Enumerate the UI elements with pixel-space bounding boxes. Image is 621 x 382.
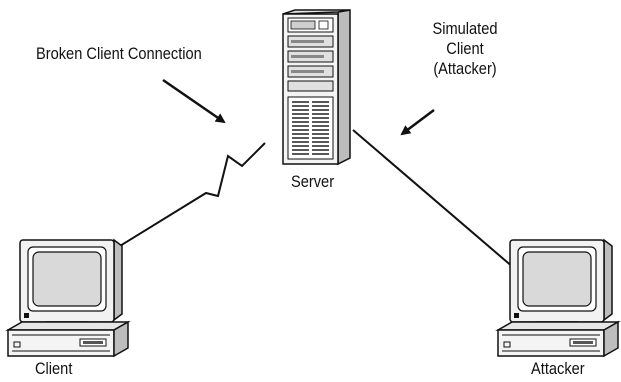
simulated-client-line-3: (Attacker) — [433, 59, 497, 78]
broken-connection-arrow — [162, 78, 226, 124]
simulated-client-line-1: Simulated — [432, 19, 498, 38]
client-computer-icon — [5, 238, 131, 358]
broken-client-connection-line — [114, 142, 266, 250]
simulated-client-line-2: Client — [446, 39, 484, 58]
server-label: Server — [291, 172, 335, 191]
client-label: Client — [35, 359, 73, 378]
broken-connection-label: Broken Client Connection — [36, 44, 202, 63]
simulated-client-arrow — [400, 109, 435, 136]
server-attacker-connection — [352, 129, 529, 281]
attacker-label: Attacker — [531, 359, 585, 378]
simulated-client-label: Simulated Client (Attacker) — [424, 19, 507, 79]
attacker-computer-icon — [495, 238, 621, 358]
server-tower-icon — [282, 9, 351, 166]
